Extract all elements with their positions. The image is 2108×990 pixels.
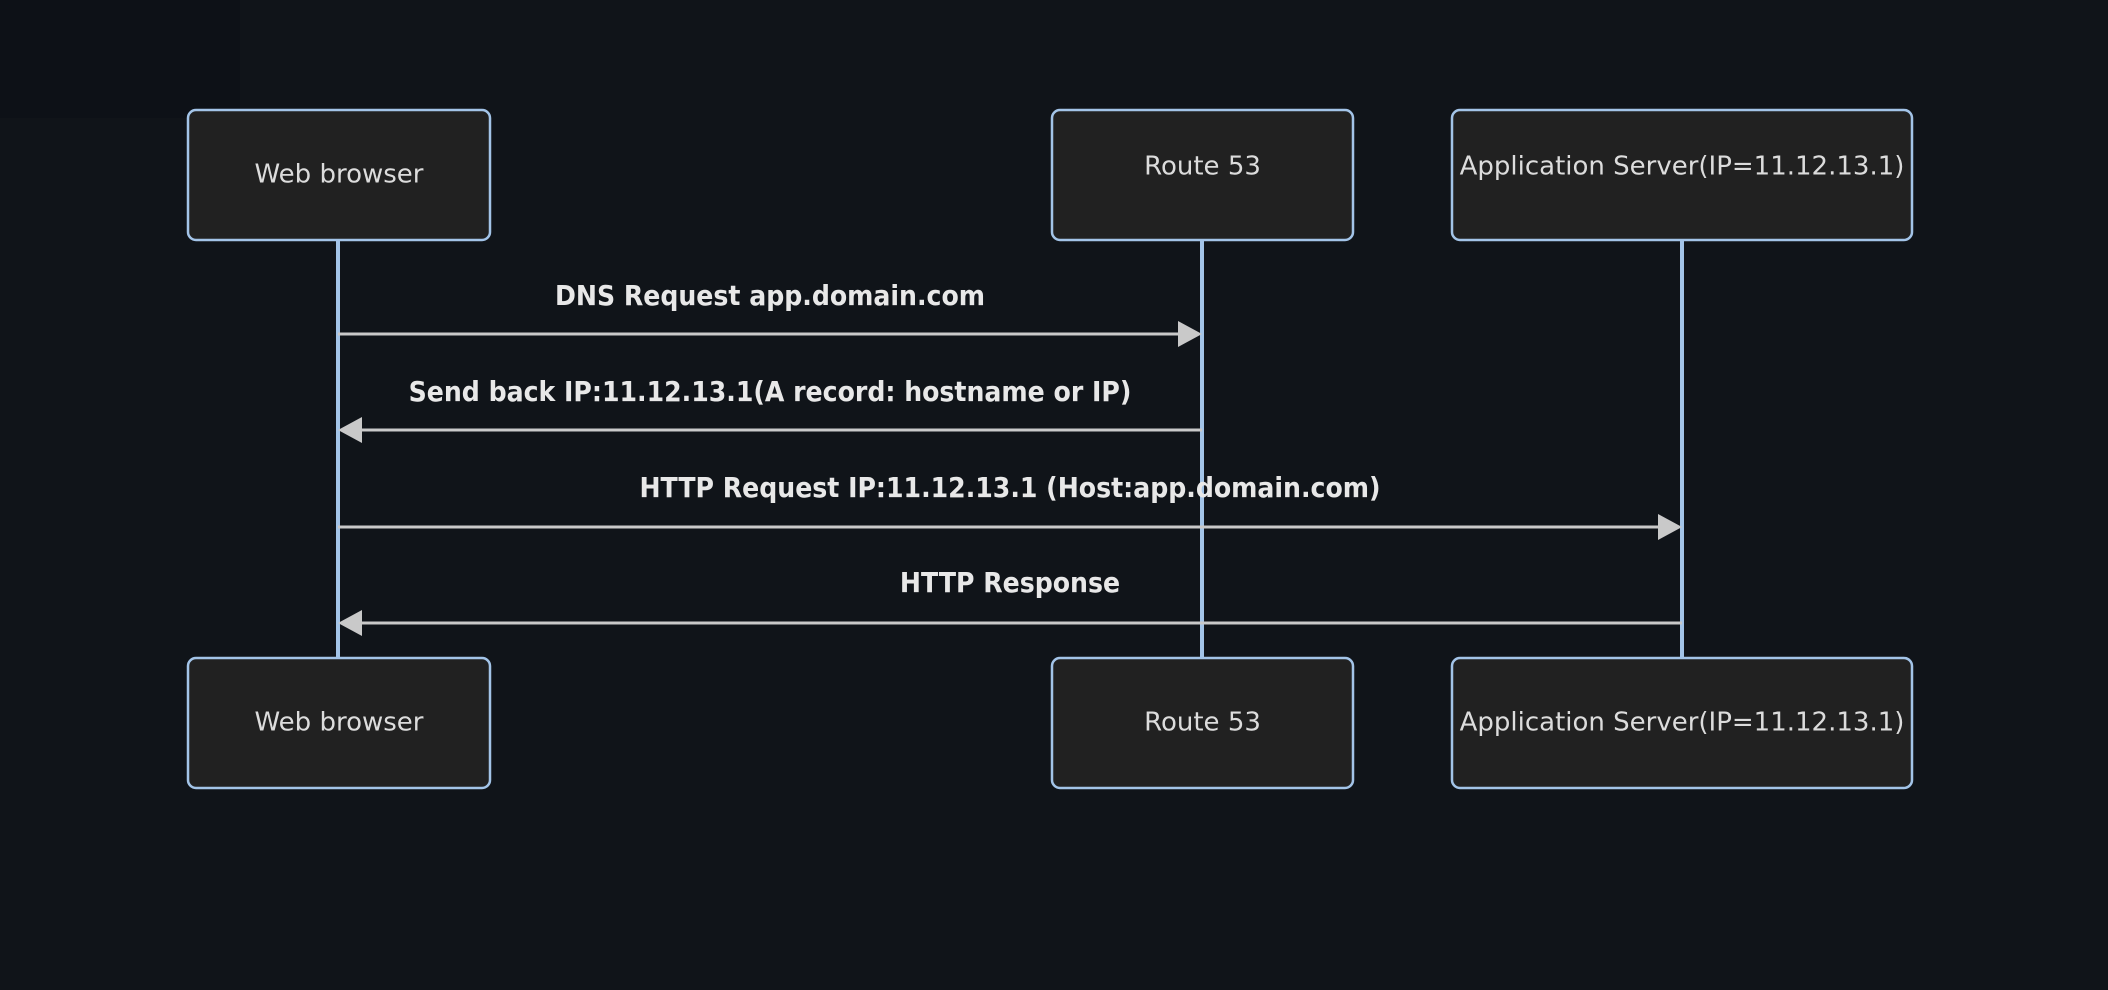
actor-box-rect [1450,656,1914,790]
actor-box-web-browser-top[interactable]: Web browser [186,108,492,242]
arrow-head-left [338,610,362,636]
lifelines-layer [336,240,1684,658]
message-label-http-request: HTTP Request IP:11.12.13.1 (Host:app.dom… [639,471,1380,504]
actor-label-web-browser: Web browser [255,160,424,190]
actor-box-application-server-top[interactable]: Application Server(IP=11.12.13.1) [1450,108,1914,242]
message-http-request[interactable]: HTTP Request IP:11.12.13.1 (Host:app.dom… [338,471,1682,540]
arrow-head-right [1178,321,1202,347]
actor-box-route-53-top[interactable]: Route 53 [1050,108,1355,242]
message-label-http-response: HTTP Response [900,566,1120,599]
actor-label-web-browser: Web browser [255,708,424,738]
actor-box-rect [1050,656,1355,790]
message-label-dns-request: DNS Request app.domain.com [555,279,985,312]
actor-box-rect [1050,108,1355,242]
actor-box-rect [1450,108,1914,242]
actor-label-route-53: Route 53 [1144,708,1261,738]
actor-label-application-server: Application Server(IP=11.12.13.1) [1460,152,1905,182]
actor-label-application-server: Application Server(IP=11.12.13.1) [1460,708,1905,738]
message-dns-response[interactable]: Send back IP:11.12.13.1(A record: hostna… [338,375,1202,443]
message-http-response[interactable]: HTTP Response [338,566,1682,636]
actor-box-rect [186,108,492,242]
actor-box-route-53-bottom[interactable]: Route 53 [1050,656,1355,790]
actor-box-application-server-bottom[interactable]: Application Server(IP=11.12.13.1) [1450,656,1914,790]
actor-label-route-53: Route 53 [1144,152,1261,182]
actor-box-web-browser-bottom[interactable]: Web browser [186,656,492,790]
arrow-head-right [1658,514,1682,540]
message-label-dns-response: Send back IP:11.12.13.1(A record: hostna… [409,375,1132,408]
message-dns-request[interactable]: DNS Request app.domain.com [338,279,1202,347]
arrow-head-left [338,417,362,443]
actor-box-rect [186,656,492,790]
